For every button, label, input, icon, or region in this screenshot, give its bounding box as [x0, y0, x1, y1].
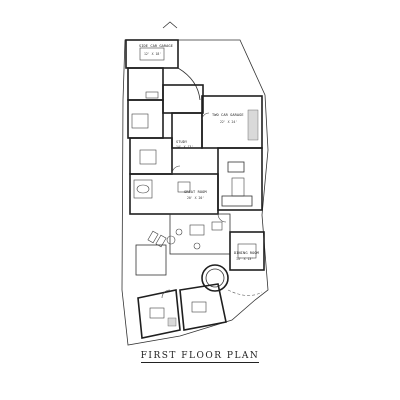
foyer: [201, 264, 229, 292]
room-dims-two-car-garage: 22' X 24': [220, 120, 237, 124]
site-boundary: [121, 39, 269, 346]
door-swings: [161, 112, 227, 299]
bedroom-wing-lower: [137, 283, 227, 339]
room-name-great-room: GREAT ROOM: [184, 190, 207, 194]
room-dims-study: 14' X 13': [176, 145, 193, 149]
entry-courtyard: [227, 289, 263, 296]
room-name-two-car-garage: TWO CAR GARAGE: [212, 113, 244, 117]
master-suite: STUDY 14' X 13': [129, 112, 203, 175]
great-room: GREAT ROOM 20' X 20': [129, 173, 219, 215]
room-name-study: STUDY: [176, 140, 188, 144]
plan-title: FIRST FLOOR PLAN: [0, 351, 400, 363]
side-car-garage: SIDE CAR GARAGE 12' X 18': [125, 21, 179, 69]
room-name-dining-room: DINING ROOM: [234, 251, 260, 255]
room-dims-side-car-garage: 12' X 18': [144, 52, 161, 56]
bedroom-wing-upper: [127, 67, 204, 139]
room-dims-dining-room: 14' X 13': [236, 257, 253, 261]
dining-room: DINING ROOM 14' X 13': [229, 231, 265, 271]
room-dims-great-room: 20' X 20': [187, 196, 204, 200]
plan-title-text: FIRST FLOOR PLAN: [140, 351, 260, 363]
pool-area: [135, 230, 176, 276]
room-name-side-car-garage: SIDE CAR GARAGE: [139, 44, 173, 48]
two-car-garage: TWO CAR GARAGE 22' X 24': [201, 95, 263, 149]
breezeway: [177, 67, 201, 101]
kitchen: [217, 147, 263, 211]
